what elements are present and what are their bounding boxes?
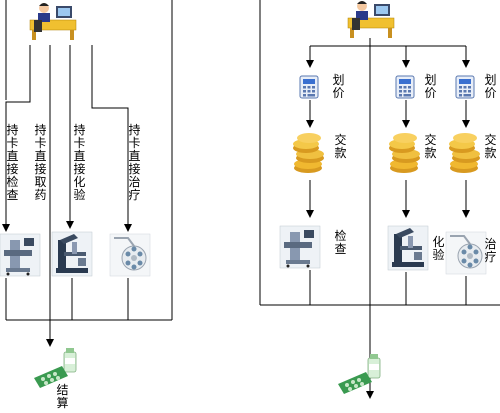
label-price: 划价 [484,73,497,100]
left-flow [0,0,173,389]
operating-lamp-icon [109,233,151,277]
right-flow [259,0,500,399]
label-treatment: 治疗 [484,237,497,264]
label-price: 划价 [424,73,437,100]
calculator-icon [455,75,475,99]
medicine-icon [33,347,77,389]
label-pay: 交款 [424,133,437,160]
calculator-icon [299,75,319,99]
xray-machine-icon [279,225,321,269]
label-settlement: 结算 [56,383,69,410]
coin-stack-icon [389,133,420,173]
label-price: 划价 [332,73,345,100]
doctor-desk-icon [29,2,77,41]
label-pay: 交款 [484,133,497,160]
label-card-medicine: 持卡直接取药 [34,123,47,202]
coin-stack-icon [293,133,324,173]
medicine-icon [337,353,381,395]
label-exam: 检查 [334,229,347,256]
coin-stack-icon [449,133,480,173]
label-pay: 交款 [334,133,347,160]
label-card-exam: 持卡直接检查 [6,123,19,202]
calculator-icon [395,75,415,99]
microscope-icon [387,225,429,271]
microscope-icon [51,231,93,277]
branch-arrow-exam [2,45,31,232]
label-lab: 化验 [432,235,445,262]
xray-machine-icon [0,233,41,277]
label-card-lab: 持卡直接化验 [73,123,86,202]
operating-lamp-icon [445,231,487,275]
label-card-treatment: 持卡直接治疗 [128,123,141,202]
branch-arrow-treatment [91,45,132,232]
doctor-desk-icon [347,0,395,39]
